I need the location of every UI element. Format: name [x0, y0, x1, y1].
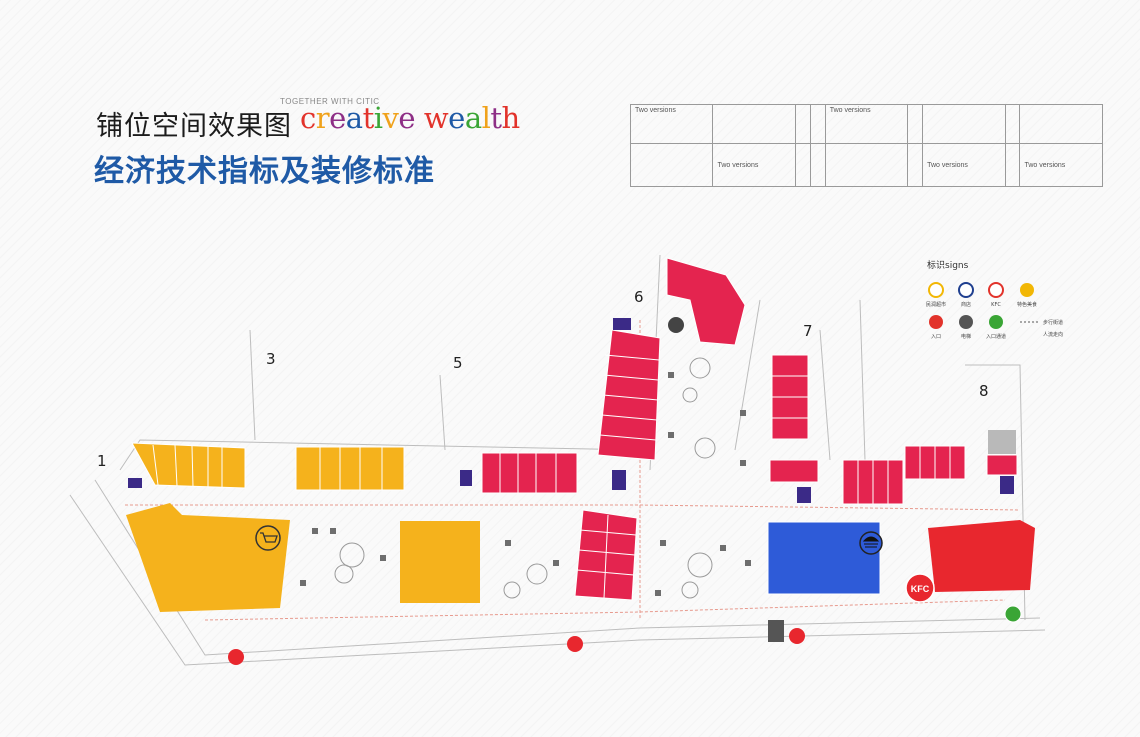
brand-letter: l: [481, 101, 491, 135]
brand-tagline: TOGETHER WITH CITIC: [280, 97, 380, 106]
brand-letter: a: [464, 101, 482, 135]
zone-label: 5: [453, 354, 463, 372]
cart-icon: [255, 525, 281, 551]
shops-zone-1: [131, 442, 246, 489]
legend-label: 特色美食: [1017, 301, 1037, 308]
legend-label: 电梯: [961, 333, 971, 340]
zone-label: 8: [979, 382, 989, 400]
zone-label: 3: [266, 350, 276, 368]
brand-letter: r: [315, 101, 330, 135]
purple-markers: [128, 318, 1014, 503]
versions-cell: [794, 143, 811, 187]
brand-letter: c: [300, 101, 316, 135]
brand-letter: a: [345, 101, 363, 135]
shops-zone-8: [842, 445, 1018, 505]
shops-zone-3: [295, 446, 405, 491]
versions-cell: Two versions: [712, 143, 796, 187]
trees: [334, 357, 716, 599]
kfc-icon: KFC: [905, 573, 935, 603]
legend-label: 商店: [961, 301, 971, 308]
anchor-store-blue: [767, 521, 881, 595]
ramp-icon: [1004, 605, 1022, 623]
versions-cell: [922, 104, 1006, 144]
brand-letter: e: [398, 101, 416, 135]
zone-label: 7: [803, 322, 813, 340]
brand-letter: e: [329, 101, 346, 135]
service-block: [988, 430, 1016, 454]
zone-labels: 1 3 5 6 7 8: [97, 288, 989, 470]
brand-letter: v: [382, 101, 399, 135]
shops-zone-7: [769, 354, 819, 483]
zone-label: 1: [97, 452, 107, 470]
versions-cell: Two versions: [922, 143, 1006, 187]
page-subtitle: 经济技术指标及装修标准: [94, 154, 435, 189]
escalator-icon: [668, 317, 784, 642]
brand-letter: i: [373, 101, 383, 135]
versions-cell: Two versions: [1019, 143, 1103, 187]
brand-letter: e: [448, 101, 465, 135]
legend-row-2: 入口 电梯 入口通道 步行街道 人流走向: [929, 315, 1063, 340]
legend-label: KFC: [991, 302, 1001, 308]
planters: [300, 372, 751, 596]
burger-icon: [859, 531, 883, 555]
shops-zone-5: [481, 452, 578, 494]
legend-label: 民润超市: [926, 301, 946, 308]
entrance-icon: [228, 628, 805, 665]
page-title: 铺位空间效果图: [96, 111, 292, 142]
kfc-label: KFC: [911, 584, 930, 594]
brand-letter: w: [423, 101, 449, 135]
versions-row: Two versions Two versions Two versions: [629, 143, 1103, 187]
brand-logo: creative wealth: [300, 101, 520, 135]
anchor-store-kfc: [928, 520, 1035, 592]
legend-label: 人流走向: [1043, 331, 1063, 338]
brand-letter: h: [501, 101, 521, 135]
legend-label: 步行街道: [1043, 319, 1063, 326]
zone-label: 6: [634, 288, 644, 306]
versions-cell: Two versions: [824, 104, 909, 144]
legend-label: 入口: [931, 334, 941, 340]
anchor-store-yellow: [126, 503, 480, 612]
legend-label: 入口通道: [986, 333, 1006, 340]
brand-letter: t: [362, 101, 375, 135]
shops-zone-6: [574, 257, 746, 601]
legend: 标识signs 民润超市 商店 KFC 特色美食 入口 电梯 入口通道 步行街道…: [926, 259, 1063, 340]
legend-title: 标识signs: [927, 259, 969, 271]
brand-letter: t: [490, 101, 502, 135]
legend-row-1: 民润超市 商店 KFC 特色美食: [926, 282, 1037, 308]
versions-cell: [1019, 104, 1103, 144]
versions-cell: [824, 143, 909, 187]
